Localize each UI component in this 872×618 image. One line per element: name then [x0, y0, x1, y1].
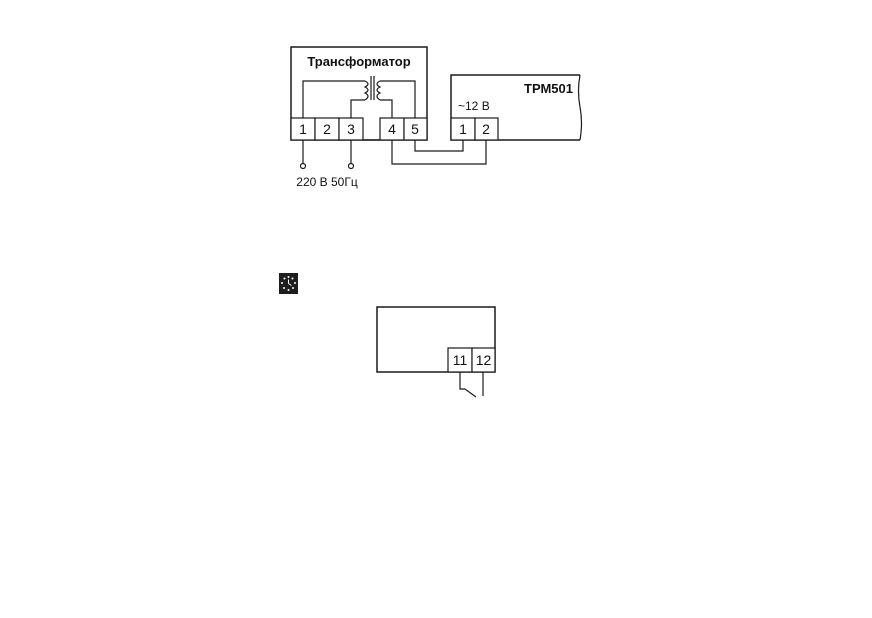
link-wires: [391, 140, 487, 165]
transformer-terminal-label: 1: [299, 121, 307, 137]
supply-terminal-dot: [299, 162, 307, 170]
primary-wire-right: [350, 99, 365, 118]
trm501-frame: [450, 74, 580, 141]
relay-contact-switch: [464, 388, 477, 398]
primary-wire-left: [302, 80, 365, 118]
relay-contact-left: [459, 372, 465, 390]
transformer-terminal-label: 3: [347, 121, 355, 137]
primary-coil: [363, 80, 369, 101]
dotted-clock-icon: [279, 273, 298, 294]
transformer-terminal-label: 5: [411, 121, 419, 137]
transformer-title: Трансформатор: [307, 54, 410, 69]
transformer-block: Трансформатор 1 2 3 4 5: [290, 46, 428, 141]
output-terminal-label: 11: [453, 352, 468, 368]
trm501-block: ТРМ501 ~12 В 1 2: [450, 74, 583, 141]
transformer-terminal-label: 2: [323, 121, 331, 137]
wire-5-to-1: [414, 140, 464, 152]
secondary-wire-right: [380, 80, 416, 118]
output-block: 11 12: [376, 306, 496, 398]
secondary-coil: [376, 80, 382, 101]
supply-terminal-dot: [347, 162, 355, 170]
trm501-terminal-label: 2: [482, 121, 490, 137]
supply-label: 220 В 50Гц: [296, 175, 358, 189]
secondary-wire-left: [380, 99, 393, 118]
trm501-voltage-label: ~12 В: [458, 99, 490, 113]
trm501-break-edge: [577, 74, 583, 141]
trm501-title: ТРМ501: [524, 81, 573, 96]
output-frame: [376, 306, 496, 373]
output-terminal-label: 12: [476, 352, 492, 368]
transformer-terminal-label: 4: [388, 121, 396, 137]
wire-4-to-2: [391, 140, 487, 165]
supply-connection: 220 В 50Гц: [296, 140, 358, 189]
trm501-terminal-label: 1: [459, 121, 467, 137]
